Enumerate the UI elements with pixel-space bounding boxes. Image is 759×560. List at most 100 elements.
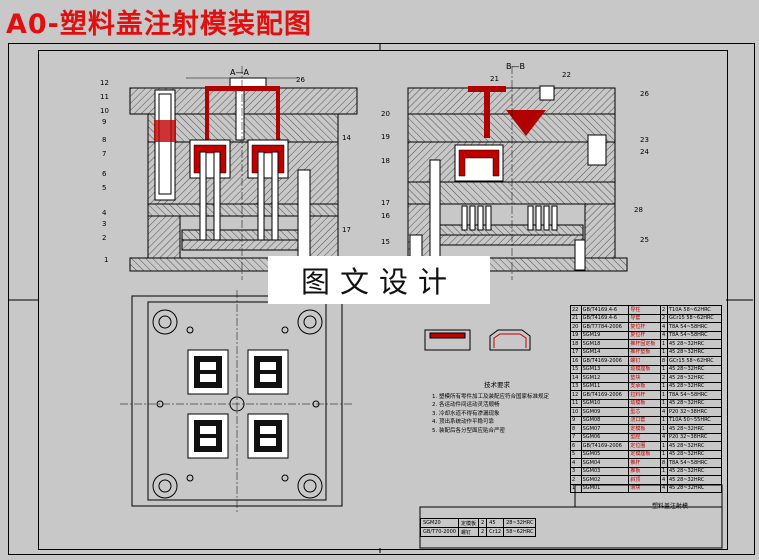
title-block-cell: GB/T70-2000 [420,527,459,537]
notes-heading: 技术要求 [484,381,510,389]
bom-cell: SGM12 [580,373,630,383]
bom-cell: T8A 54~58HRC [666,322,723,332]
bom-cell: GB/T4169-2006 [580,390,630,400]
bom-cell: 1 [660,441,668,451]
bom-cell: 4 [660,483,668,493]
part-number: 24 [640,148,649,156]
title-block-cell: 45 [486,518,505,528]
bom-cell: 2 [660,373,668,383]
bom-cell: 复位杆 [628,330,661,340]
title-block-cell: 定模板 [457,518,479,528]
bom-index: 9 [570,415,582,425]
part-number: 18 [381,157,390,165]
bom-cell: 导柱 [628,305,661,315]
bom-index: 4 [570,458,582,468]
bom-cell: GB/T4169.4-6 [580,305,630,315]
bom-cell: 斜顶 [628,475,661,485]
product-sketch [424,329,531,351]
bom-cell: 1 [660,415,668,425]
bom-cell: T10A 58~62HRC [666,305,723,315]
bom-cell: SGM07 [580,424,630,434]
title-block-cell: 螺钉 [457,527,479,537]
part-number: 3 [102,220,107,228]
bom-cell: 4 [660,407,668,417]
bom-cell: 推杆 [628,458,661,468]
title-block-cell: 28~32HRC [503,518,537,528]
part-number: 14 [342,134,351,142]
bom-cell: GB/T4169.4-6 [580,313,630,323]
bom-index: 6 [570,441,582,451]
part-number: 6 [102,170,107,178]
bom-index: 13 [570,381,582,391]
title-block-frame [419,484,723,549]
bom-cell: 45 28~32HRC [666,381,723,391]
section-a-a-label: A—A [230,68,249,77]
part-number: 10 [100,107,109,115]
bom-index: 21 [570,313,582,323]
bom-index: 2 [570,475,582,485]
bom-index: 5 [570,449,582,459]
bom-cell: 导套 [628,313,661,323]
bom-cell: 1 [660,466,668,476]
bom-cell: 4 [660,475,668,485]
bom-index: 1 [570,483,582,493]
bom-cell: GB/T4169-2006 [580,441,630,451]
watermark-banner: 图文设计 [268,256,490,304]
bom-cell: 动模板 [628,398,661,408]
bom-cell: 定位圈 [628,441,661,451]
note-item: 5. 装配后各分型面应贴合严密 [432,427,505,434]
bom-cell: T10A 50~55HRC [666,415,723,425]
bom-cell: 动模座板 [628,364,661,374]
bom-cell: 45 28~32HRC [666,424,723,434]
bom-cell: 浇口套 [628,415,661,425]
section-b-b-view [394,66,628,280]
bom-cell: 1 [660,390,668,400]
bom-cell: SGM18 [580,339,630,349]
bom-index: 19 [570,330,582,340]
bom-cell: 拉料杆 [628,390,661,400]
bom-cell: SGM13 [580,364,630,374]
bom-index: 16 [570,356,582,366]
part-number: 22 [562,71,571,79]
bom-cell: P20 32~38HRC [666,432,723,442]
bom-cell: 45 28~32HRC [666,483,723,493]
bom-cell: SGM19 [580,330,630,340]
bom-cell: T8A 54~58HRC [666,458,723,468]
bom-cell: 2 [660,305,668,315]
drawing-name: 塑料盖注射模 [652,503,689,510]
part-number: 5 [102,184,107,192]
part-number: 21 [490,75,499,83]
part-number: 7 [102,150,107,158]
title-block-cell: 2 [477,527,488,537]
bom-cell: T8A 54~58HRC [666,330,723,340]
bom-cell: 复位杆 [628,322,661,332]
bom-cell: P20 32~38HRC [666,407,723,417]
part-number: 8 [102,136,107,144]
bom-index: 3 [570,466,582,476]
bom-cell: 1 [660,398,668,408]
bom-cell: 45 28~32HRC [666,466,723,476]
bom-cell: SGM01 [580,483,630,493]
technical-requirements: 技术要求 1. 塑模所有零件加工及装配应符合国家标准规定 2. 各运动件间运动灵… [432,381,562,435]
section-a-a-view [129,66,358,280]
bom-index: 20 [570,322,582,332]
bom-cell: 4 [660,432,668,442]
bom-cell: SGM14 [580,347,630,357]
bom-cell: 推板 [628,466,661,476]
bom-cell: 1 [660,339,668,349]
bom-index: 22 [570,305,582,315]
bom-index: 8 [570,424,582,434]
